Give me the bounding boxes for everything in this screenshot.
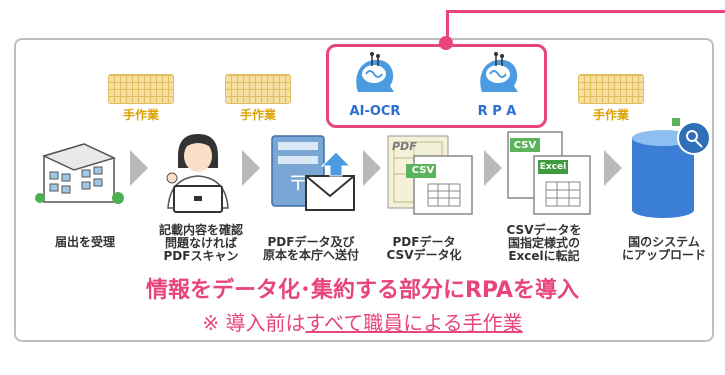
keyboard-icon xyxy=(578,74,644,104)
office-building-icon xyxy=(35,143,124,204)
pdf-badge: PDF xyxy=(392,140,417,153)
rpa-label: R P A xyxy=(477,104,517,119)
rpa-head-icon xyxy=(480,52,518,92)
flow-arrow xyxy=(604,150,622,186)
flow-arrow xyxy=(242,150,260,186)
keyboard-icon xyxy=(108,74,174,104)
step-label-excel-transfer: CSVデータを 国指定様式の Excelに転記 xyxy=(506,223,582,263)
callout-line xyxy=(446,10,725,13)
svg-text:〒: 〒 xyxy=(288,171,308,195)
sub-message-underlined: すべて職員による手作業 xyxy=(305,311,523,335)
sub-message: ※ 導入前はすべて職員による手作業 xyxy=(0,307,725,336)
manual-work-label: 手作業 xyxy=(239,108,276,122)
step-label-send: PDFデータ及び 原本を本庁へ送付 xyxy=(262,235,359,262)
csv-excel-docs-icon xyxy=(507,131,591,215)
main-message: 情報をデータ化･集約する部分にRPAを導入 xyxy=(145,278,580,303)
ai-ocr-head-icon xyxy=(356,52,394,92)
ai-ocr-label: AI-OCR xyxy=(349,104,401,119)
mail-send-icon: 〒 xyxy=(271,135,355,211)
manual-work-label: 手作業 xyxy=(592,108,629,122)
callout-dot xyxy=(439,36,453,50)
step-label-receive: 届出を受理 xyxy=(54,235,115,249)
callout-line xyxy=(446,10,449,42)
sub-message-prefix: ※ 導入前は xyxy=(202,311,306,335)
step-label-check-scan: 記載内容を確認 問題なければ PDFスキャン xyxy=(158,223,243,263)
staff-laptop-icon xyxy=(166,134,229,213)
keyboard-icon xyxy=(225,74,291,104)
national-system-database-icon xyxy=(632,118,711,218)
step-label-upload: 国のシステム にアップロード xyxy=(621,235,706,262)
manual-work-label: 手作業 xyxy=(122,108,159,122)
csv-badge: CSV xyxy=(513,140,537,151)
csv-badge: CSV xyxy=(411,165,435,176)
step-label-csv-convert: PDFデータ CSVデータ化 xyxy=(386,235,462,262)
flow-arrow xyxy=(130,150,148,186)
flow-arrow xyxy=(363,150,381,186)
flow-arrow xyxy=(484,150,502,186)
pdf-csv-docs-icon xyxy=(387,135,473,215)
excel-badge: Excel xyxy=(539,162,567,172)
